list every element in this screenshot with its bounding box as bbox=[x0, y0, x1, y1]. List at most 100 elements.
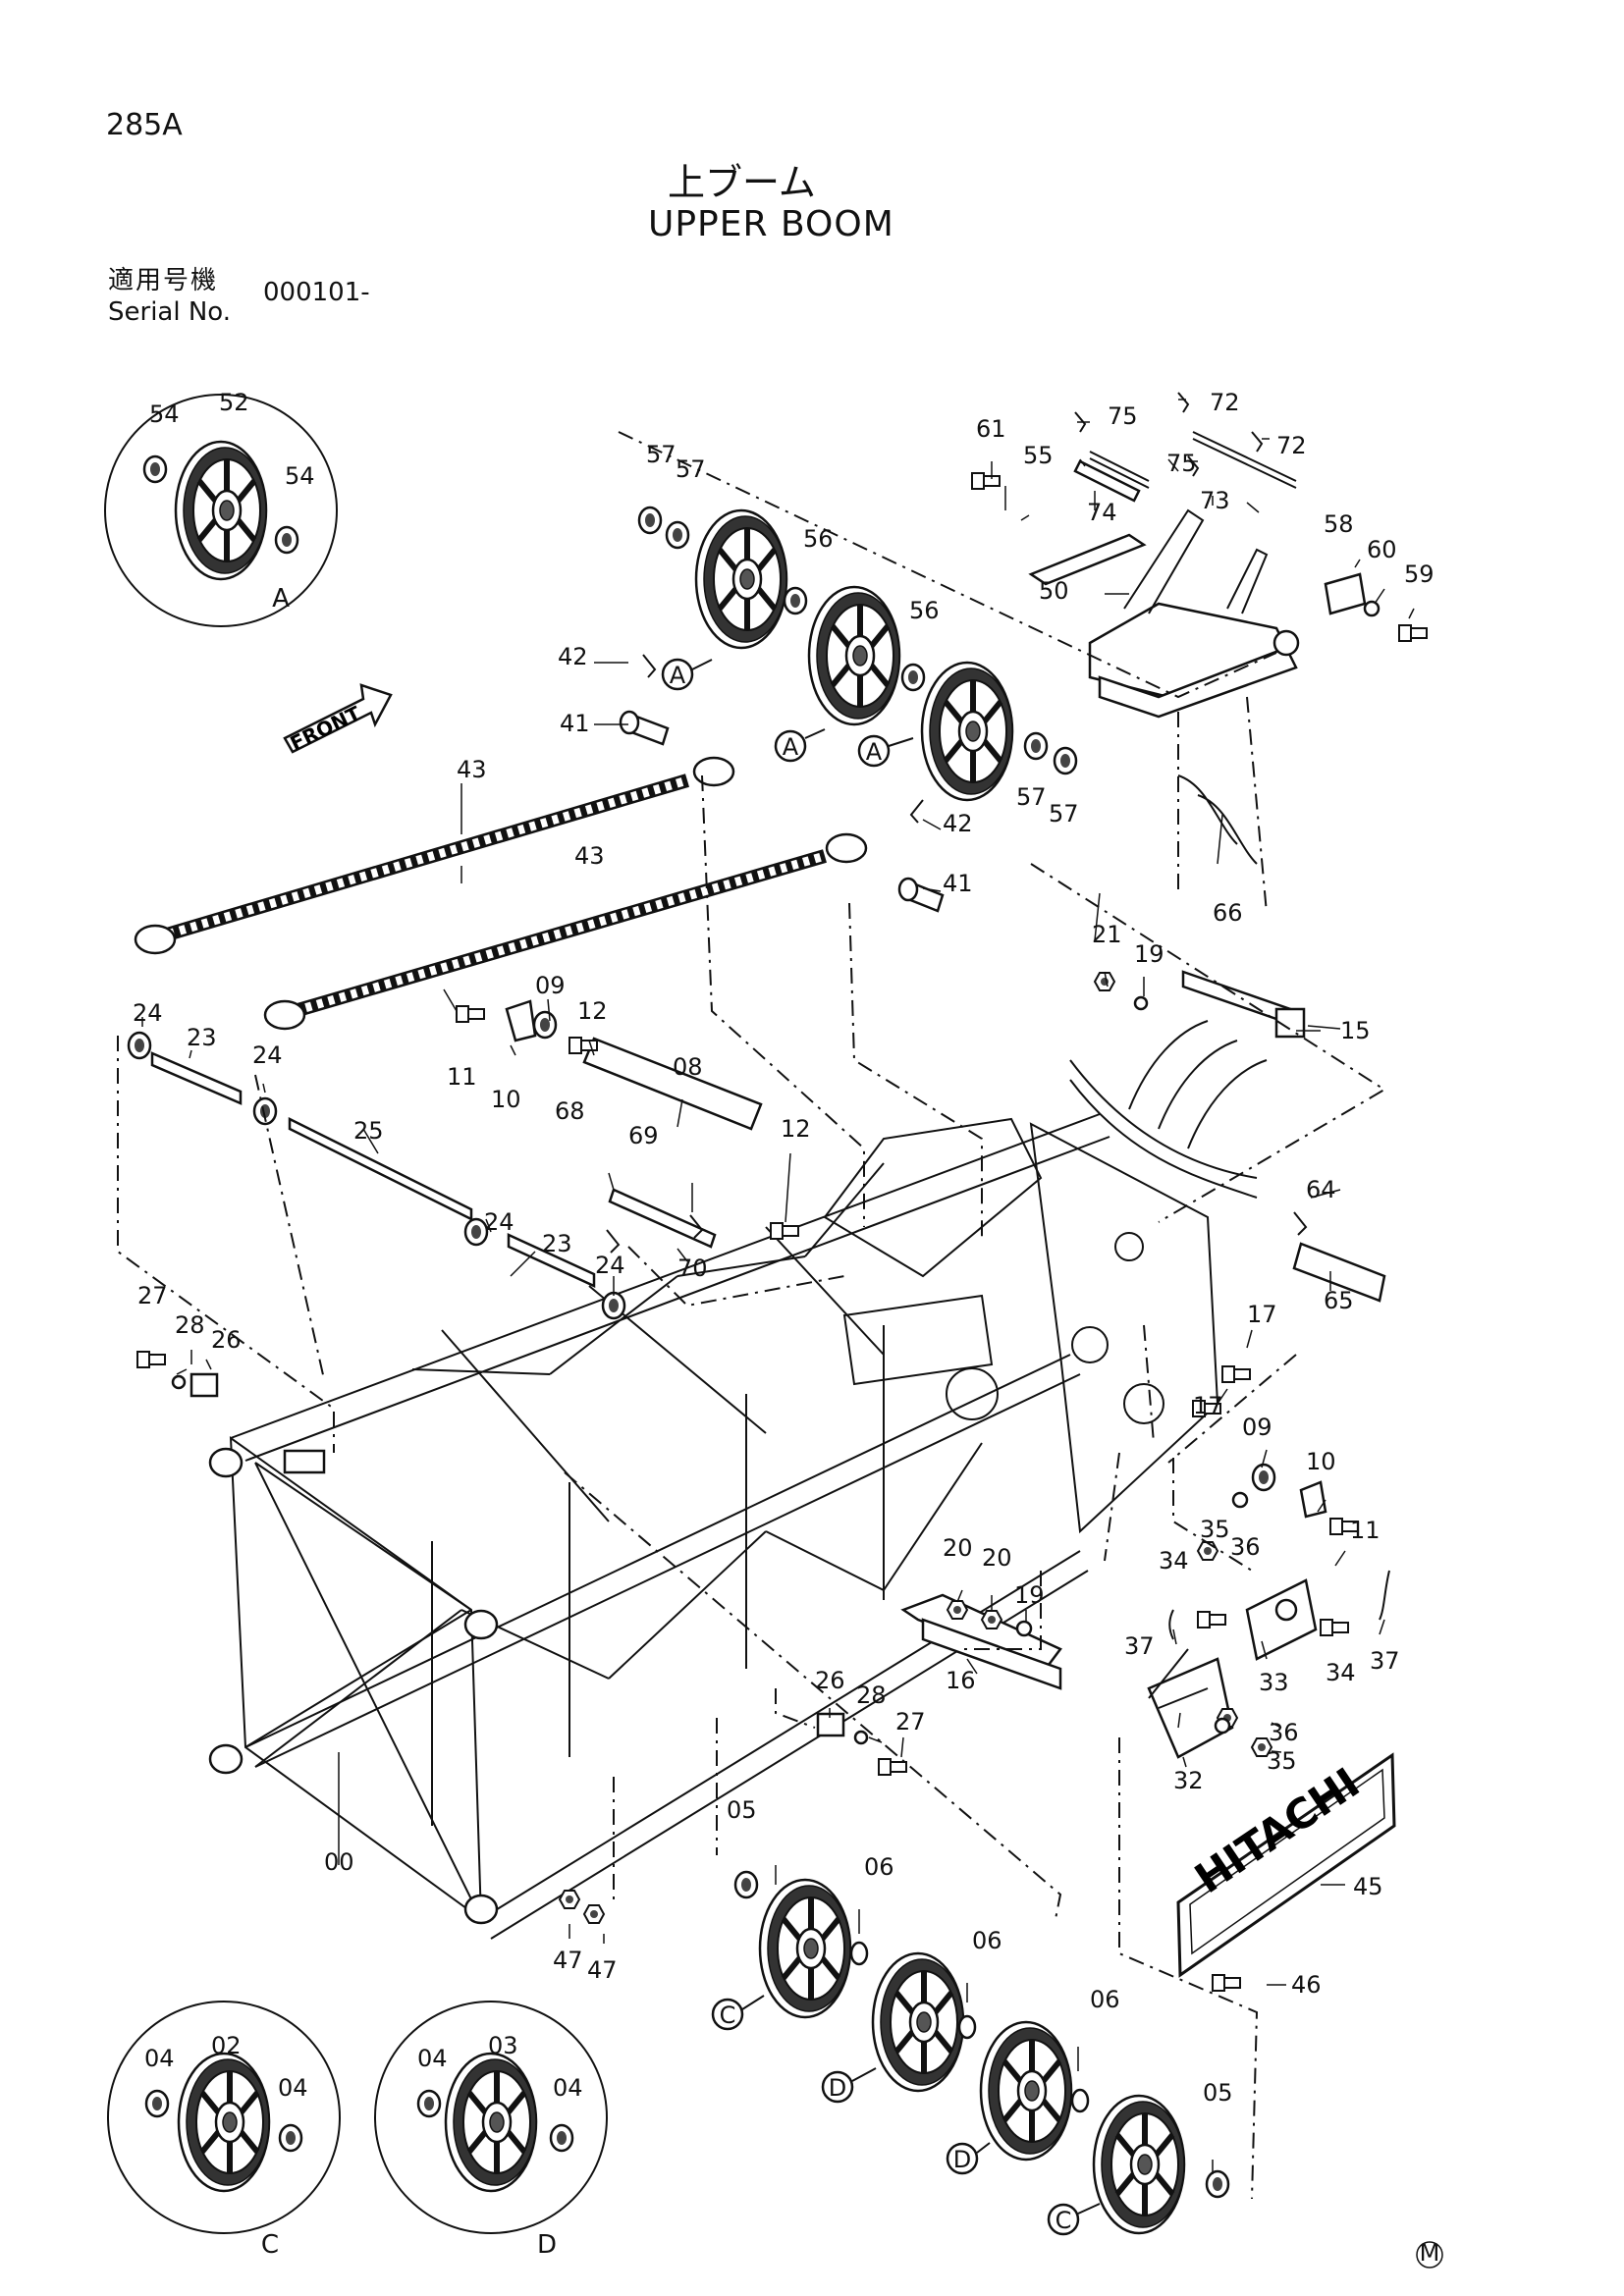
detail-view-a bbox=[104, 394, 338, 627]
part-label-65: 65 bbox=[1324, 1287, 1354, 1314]
part-label-59: 59 bbox=[1404, 561, 1435, 588]
part-label-16: 16 bbox=[946, 1667, 976, 1694]
part-label-64: 64 bbox=[1306, 1176, 1336, 1203]
part-label-26: 26 bbox=[211, 1326, 242, 1354]
title-japanese: 上ブーム bbox=[668, 161, 816, 204]
title-english: UPPER BOOM bbox=[648, 204, 894, 244]
part-label-57: 57 bbox=[676, 455, 706, 483]
part-label-25: 25 bbox=[353, 1117, 384, 1145]
part-label-12: 12 bbox=[577, 997, 608, 1025]
part-label-35: 35 bbox=[1267, 1747, 1297, 1775]
part-label-06: 06 bbox=[1090, 1986, 1120, 2013]
sheave-marker-3: A bbox=[857, 734, 914, 768]
svg-text:C: C bbox=[1056, 2207, 1072, 2234]
part-label-19: 19 bbox=[1134, 940, 1164, 968]
part-label-34: 34 bbox=[1159, 1547, 1189, 1575]
detail-c-part-center: 02 bbox=[211, 2032, 242, 2059]
part-label-41: 41 bbox=[560, 710, 590, 737]
detail-d-part-center: 03 bbox=[488, 2032, 518, 2059]
detail-d-part-right: 04 bbox=[553, 2074, 583, 2102]
sheave-c-2 bbox=[1094, 2096, 1184, 2233]
part-label-06: 06 bbox=[864, 1853, 894, 1881]
part-label-12: 12 bbox=[781, 1115, 811, 1143]
part-label-41: 41 bbox=[943, 870, 973, 897]
detail-view-d-letter: D bbox=[537, 2230, 557, 2260]
part-label-28: 28 bbox=[856, 1682, 887, 1709]
part-label-10: 10 bbox=[1306, 1448, 1336, 1475]
part-label-46: 46 bbox=[1291, 1971, 1322, 1999]
part-label-15: 15 bbox=[1340, 1017, 1371, 1044]
part-label-09: 09 bbox=[535, 972, 566, 999]
part-label-47: 47 bbox=[587, 1956, 618, 1984]
part-label-43: 43 bbox=[457, 756, 487, 783]
maker-mark-ring bbox=[1416, 2241, 1443, 2269]
part-label-00: 00 bbox=[324, 1848, 354, 1876]
part-label-36: 36 bbox=[1269, 1719, 1299, 1746]
page-code: 285A bbox=[106, 108, 183, 142]
part-label-45: 45 bbox=[1353, 1873, 1383, 1900]
part-label-58: 58 bbox=[1324, 510, 1354, 538]
part-label-75: 75 bbox=[1108, 402, 1138, 430]
part-label-75: 75 bbox=[1166, 450, 1197, 477]
hook-32 bbox=[1147, 1657, 1234, 1759]
detail-view-d bbox=[374, 2001, 608, 2234]
pendant-rope-lower bbox=[263, 832, 868, 1031]
svg-text:D: D bbox=[829, 2074, 846, 2102]
part-label-24: 24 bbox=[252, 1041, 283, 1069]
sheave-marker-6: D bbox=[946, 2142, 991, 2175]
part-label-28: 28 bbox=[175, 1311, 205, 1339]
part-label-32: 32 bbox=[1173, 1767, 1204, 1794]
detail-d-part-left: 04 bbox=[417, 2045, 448, 2072]
part-label-57: 57 bbox=[1016, 783, 1047, 811]
part-label-20: 20 bbox=[943, 1534, 973, 1562]
front-label: FRONT bbox=[287, 701, 365, 755]
part-label-20: 20 bbox=[982, 1544, 1012, 1572]
detail-c-part-right: 04 bbox=[278, 2074, 308, 2102]
part-label-60: 60 bbox=[1367, 536, 1397, 563]
part-label-55: 55 bbox=[1023, 442, 1054, 469]
part-label-27: 27 bbox=[137, 1282, 168, 1309]
svg-text:D: D bbox=[953, 2146, 971, 2173]
sheave-a-3 bbox=[922, 663, 1012, 800]
sheave-d-2 bbox=[981, 2022, 1071, 2160]
part-label-43: 43 bbox=[574, 842, 605, 870]
link-33 bbox=[1245, 1578, 1318, 1661]
part-label-47: 47 bbox=[553, 1947, 583, 1974]
bracket-16 bbox=[900, 1593, 1062, 1690]
serial-number-value: 000101- bbox=[263, 278, 370, 307]
part-label-73: 73 bbox=[1200, 487, 1230, 514]
part-label-24: 24 bbox=[595, 1252, 625, 1279]
sheave-marker-5: D bbox=[821, 2067, 877, 2104]
part-label-56: 56 bbox=[803, 525, 834, 553]
part-label-70: 70 bbox=[677, 1255, 708, 1282]
part-label-50: 50 bbox=[1039, 577, 1069, 605]
part-label-74: 74 bbox=[1087, 499, 1117, 526]
part-label-11: 11 bbox=[1350, 1517, 1380, 1544]
part-label-05: 05 bbox=[1203, 2079, 1233, 2107]
part-label-37: 37 bbox=[1124, 1632, 1155, 1660]
part-label-33: 33 bbox=[1259, 1669, 1289, 1696]
svg-text:A: A bbox=[670, 662, 686, 689]
detail-view-a-letter: A bbox=[272, 584, 290, 614]
part-label-21: 21 bbox=[1092, 921, 1122, 948]
part-label-42: 42 bbox=[558, 643, 588, 670]
part-label-17: 17 bbox=[1247, 1301, 1277, 1328]
part-label-56: 56 bbox=[909, 597, 940, 624]
sheave-marker-2: A bbox=[774, 728, 826, 763]
sheave-marker-7: C bbox=[1047, 2203, 1101, 2236]
part-label-37: 37 bbox=[1370, 1647, 1400, 1675]
shaft-assembly bbox=[150, 1037, 1386, 1303]
part-label-57: 57 bbox=[646, 441, 677, 468]
part-label-05: 05 bbox=[727, 1796, 757, 1824]
rope-guide-15 bbox=[1069, 970, 1306, 1199]
part-label-23: 23 bbox=[542, 1230, 572, 1257]
sheave-marker-4: C bbox=[711, 1995, 765, 2031]
part-label-24: 24 bbox=[133, 999, 163, 1027]
part-label-10: 10 bbox=[491, 1086, 521, 1113]
part-label-06: 06 bbox=[972, 1927, 1002, 1954]
part-number-labels: 0005060606050809091010111112121516171719… bbox=[133, 389, 1435, 2107]
sheave-c-1 bbox=[760, 1880, 850, 2017]
front-arrow bbox=[283, 683, 393, 754]
callout-lines bbox=[141, 399, 1415, 2174]
